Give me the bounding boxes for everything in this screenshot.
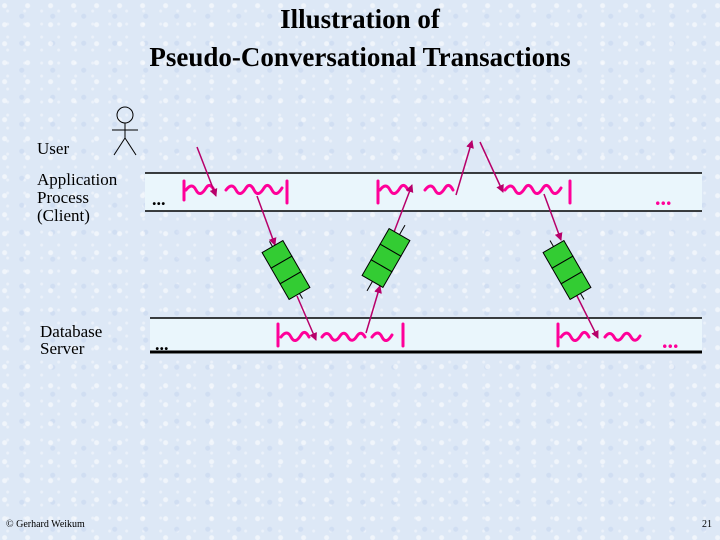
database-label-line2: Server xyxy=(40,339,85,358)
title-line-2: Pseudo-Conversational Transactions xyxy=(149,42,571,72)
message-queue-3 xyxy=(542,239,592,301)
arrow-app-to-user xyxy=(455,140,474,196)
user-stick-figure-icon xyxy=(112,106,138,156)
app-ellipsis-end: ... xyxy=(655,185,672,210)
app-activity-2 xyxy=(376,179,455,205)
arrow-db-to-queue-2 xyxy=(365,285,382,334)
user-label: User xyxy=(37,139,70,158)
arrow-queue-to-db-3 xyxy=(575,293,599,339)
arrow-user-to-app-1 xyxy=(196,146,218,197)
arrow-app-to-queue-3 xyxy=(543,193,563,241)
application-process-lane xyxy=(145,172,702,212)
application-label-line3: (Client) xyxy=(37,206,90,225)
arrow-queue-to-app-2 xyxy=(393,184,414,233)
app-ellipsis-start: ... xyxy=(152,189,166,209)
message-queue-2 xyxy=(361,224,411,292)
arrow-user-to-app-2 xyxy=(479,141,504,193)
database-label-line1: Database xyxy=(40,322,103,341)
db-ellipsis-end: ... xyxy=(662,328,679,353)
database-server-lane xyxy=(150,317,702,354)
db-ellipsis-start: ... xyxy=(155,334,169,354)
copyright-footer: © Gerhard Weikum xyxy=(6,519,85,530)
page-number: 21 xyxy=(702,519,712,530)
message-queue-1 xyxy=(261,239,311,301)
db-activity-1 xyxy=(276,322,405,348)
title-line-1: Illustration of xyxy=(280,4,440,34)
application-label-line1: Application xyxy=(37,170,118,189)
app-activity-3 xyxy=(503,179,572,205)
db-activity-2 xyxy=(556,322,642,348)
app-activity-1 xyxy=(182,179,289,205)
application-label-line2: Process xyxy=(37,188,89,207)
arrow-queue-to-db-1 xyxy=(296,295,317,341)
arrow-app-to-queue-1 xyxy=(256,195,277,246)
